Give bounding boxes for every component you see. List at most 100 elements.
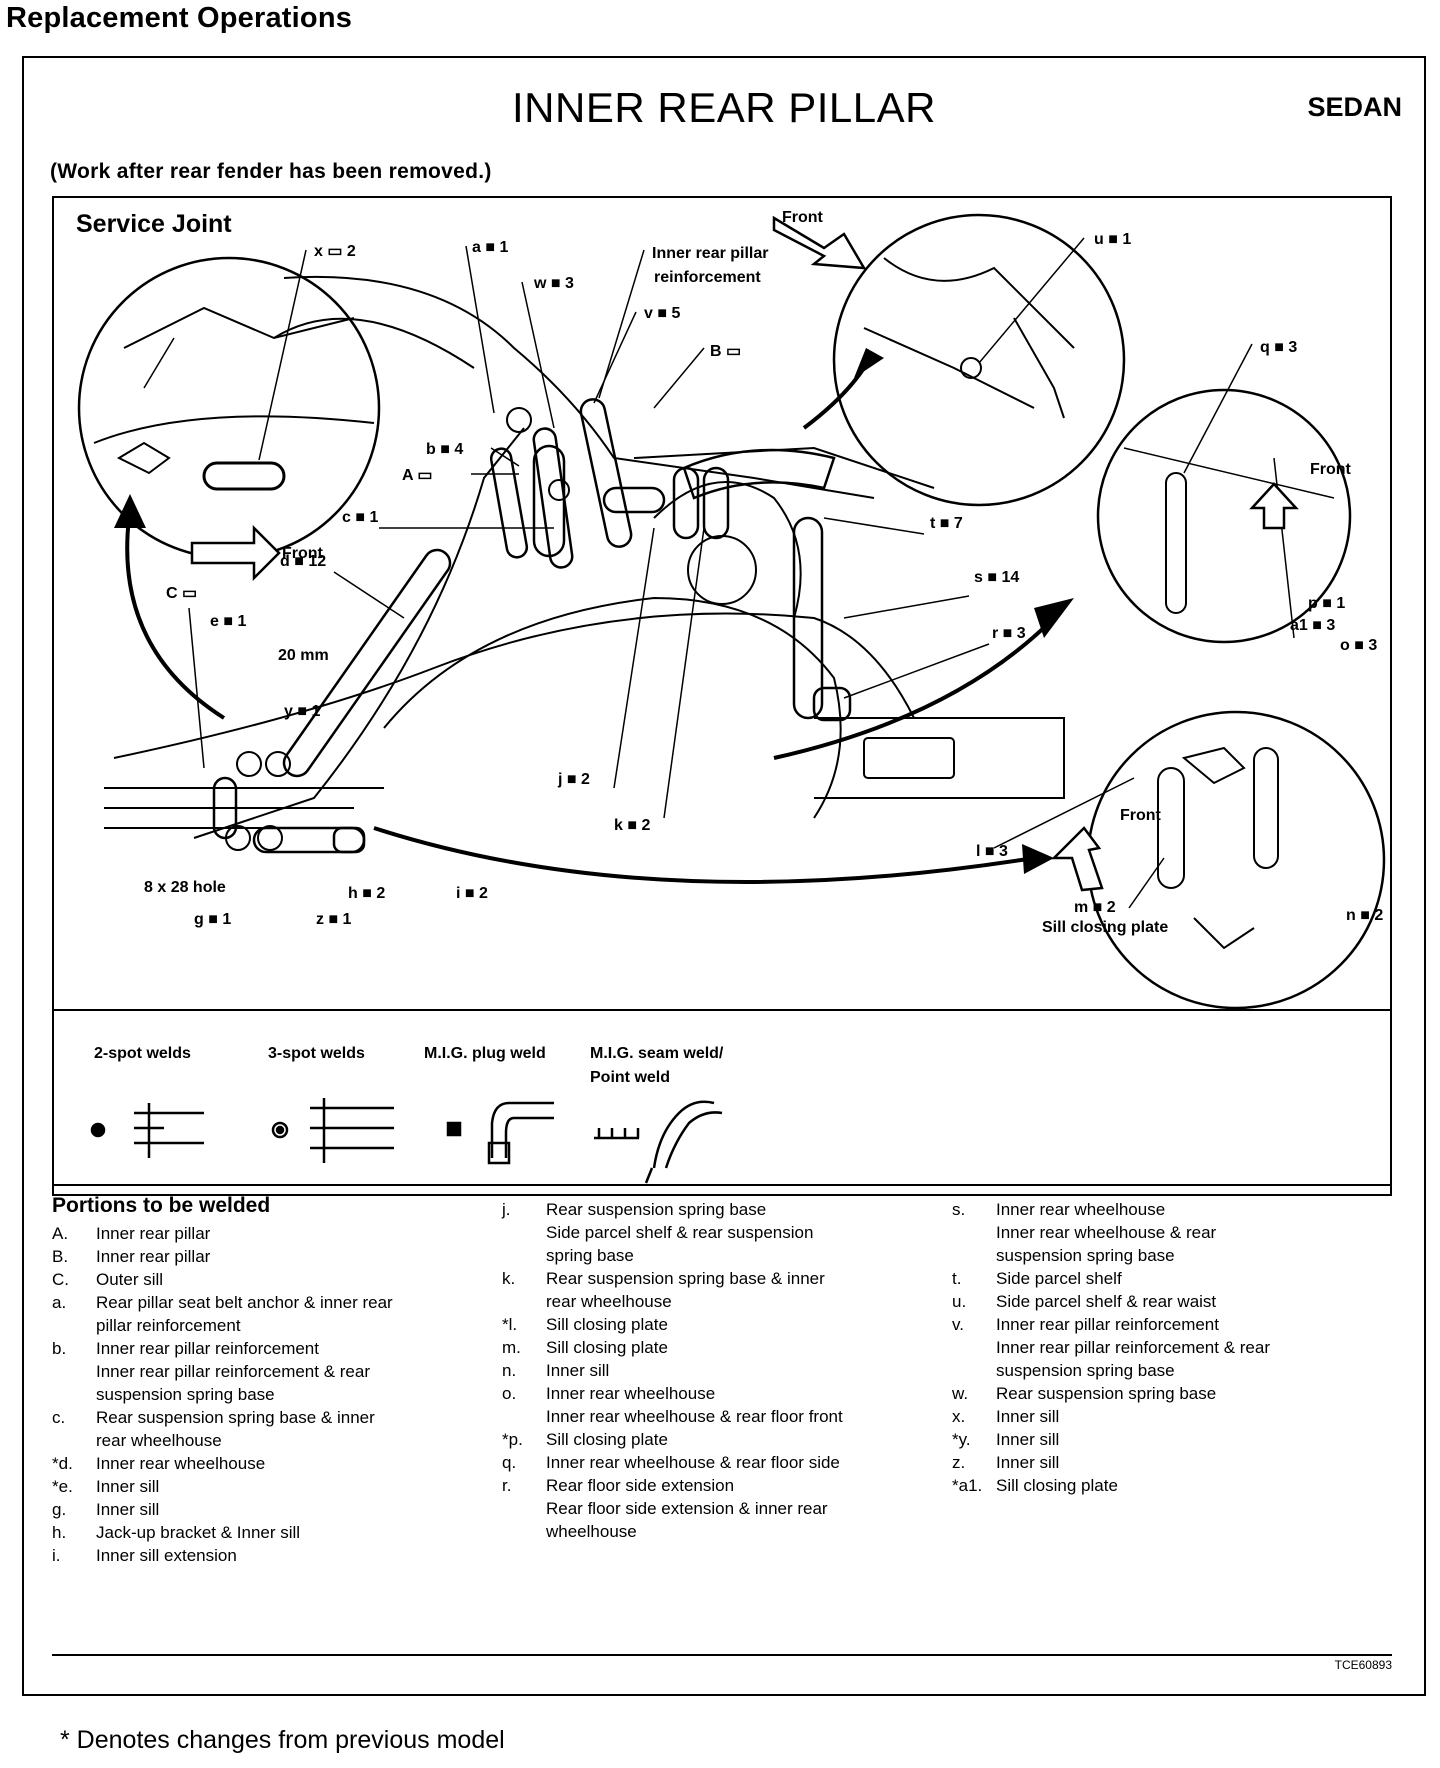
list-item: m.Sill closing plate [502, 1338, 668, 1357]
portions-col-1: Portions to be welded A.Inner rear pilla… [52, 1194, 472, 1567]
portions-list: Portions to be welded A.Inner rear pilla… [52, 1194, 1392, 1604]
list-item: z.Inner sill [952, 1453, 1060, 1472]
list-item: suspension spring base [996, 1361, 1175, 1380]
list-item: t.Side parcel shelf [952, 1269, 1122, 1288]
connector-arrows [125, 366, 1056, 884]
callout-a: a ■ 1 [472, 239, 508, 256]
list-item: suspension spring base [996, 1246, 1175, 1265]
callout-w: w ■ 3 [533, 275, 574, 292]
list-item: i.Inner sill extension [52, 1546, 237, 1565]
front-label-top: Front [782, 209, 824, 226]
divider-top [52, 1184, 1392, 1186]
list-item: h.Jack-up bracket & Inner sill [52, 1523, 301, 1542]
list-item: Side parcel shelf & rear suspension [546, 1223, 814, 1242]
callout-20mm: 20 mm [278, 647, 329, 664]
list-item: *e.Inner sill [52, 1477, 160, 1496]
detail-circle-lower-right [1086, 710, 1386, 1010]
divider-bottom [52, 1654, 1392, 1656]
list-item: Inner rear pillar reinforcement & rear [996, 1338, 1271, 1357]
legend-3spot-label: 3-spot welds [268, 1045, 365, 1062]
callout-n: n ■ 2 [1346, 907, 1383, 924]
callout-d: d ■ 12 [280, 553, 326, 570]
callout-u: u ■ 1 [1094, 231, 1131, 248]
callout-i: i ■ 2 [456, 885, 488, 902]
leader-lines [188, 237, 1253, 909]
legend-plug-symbol [446, 1101, 554, 1165]
list-item: s.Inner rear wheelhouse [952, 1200, 1166, 1219]
list-item: j.Rear suspension spring base [502, 1200, 767, 1219]
service-joint-diagram: Service Joint Front Front Front Front x … [52, 196, 1392, 1196]
callout-p: p ■ 1 [1308, 595, 1345, 612]
callout-A: A ▭ [402, 467, 433, 484]
weld-strips [212, 398, 852, 854]
callout-x: x ▭ 2 [314, 243, 356, 260]
legend-plug-label: M.I.G. plug weld [424, 1045, 546, 1062]
list-item: w.Rear suspension spring base [952, 1384, 1217, 1403]
callout-e: e ■ 1 [210, 613, 246, 630]
callout-reinf-1: Inner rear pillar [652, 245, 769, 262]
list-item: B.Inner rear pillar [52, 1247, 211, 1266]
list-item: o.Inner rear wheelhouse [502, 1384, 716, 1403]
portions-col-3: s.Inner rear wheelhouse Inner rear wheel… [952, 1198, 1372, 1497]
callout-s: s ■ 14 [974, 569, 1019, 586]
weld-point-markers [225, 407, 570, 851]
footnote: * Denotes changes from previous model [60, 1726, 505, 1754]
callout-reinf-2: reinforcement [654, 269, 761, 286]
variant-label: SEDAN [1307, 92, 1402, 122]
list-item: rear wheelhouse [546, 1292, 672, 1311]
list-item: spring base [546, 1246, 634, 1265]
list-item: A.Inner rear pillar [52, 1224, 211, 1243]
legend-2spot-symbol [90, 1103, 204, 1158]
arrow-heads [114, 348, 1074, 874]
list-item: b.Inner rear pillar reinforcement [52, 1339, 319, 1358]
callout-h: h ■ 2 [348, 885, 385, 902]
legend-seam-label: M.I.G. seam weld/ [590, 1045, 724, 1062]
list-item: Inner rear pillar reinforcement & rear [96, 1362, 371, 1381]
callout-l: l ■ 3 [976, 843, 1008, 860]
detail-circle-upper-right [832, 213, 1126, 507]
list-item: *y.Inner sill [952, 1430, 1060, 1449]
list-item: n.Inner sill [502, 1361, 610, 1380]
callout-t: t ■ 7 [930, 515, 963, 532]
callout-q: q ■ 3 [1260, 339, 1297, 356]
callout-j: j ■ 2 [557, 771, 590, 788]
callout-m: m ■ 2 [1074, 899, 1116, 916]
figure-title: INNER REAR PILLAR [512, 84, 936, 131]
callout-g: g ■ 1 [194, 911, 231, 928]
list-item: C.Outer sill [52, 1270, 164, 1289]
list-item: rear wheelhouse [96, 1431, 222, 1450]
list-item: c.Rear suspension spring base & inner [52, 1408, 375, 1427]
callout-y: y ■ 1 [284, 703, 320, 720]
list-item: *l.Sill closing plate [502, 1315, 668, 1334]
reference-code: TCE60893 [1334, 1658, 1392, 1672]
list-item: q.Inner rear wheelhouse & rear floor sid… [502, 1453, 840, 1472]
list-item: k.Rear suspension spring base & inner [502, 1269, 825, 1288]
callout-v: v ■ 5 [644, 305, 680, 322]
list-item: wheelhouse [546, 1522, 637, 1541]
front-label-right: Front [1310, 461, 1352, 478]
list-item: *d.Inner rear wheelhouse [52, 1454, 266, 1473]
list-item: *a1.Sill closing plate [952, 1476, 1118, 1495]
callout-c: c ■ 1 [342, 509, 378, 526]
front-arrows [190, 215, 1299, 892]
list-item: a.Rear pillar seat belt anchor & inner r… [52, 1293, 393, 1312]
legend-2spot-label: 2-spot welds [94, 1045, 191, 1062]
callout-B: B ▭ [710, 343, 741, 360]
callout-z: z ■ 1 [316, 911, 352, 928]
callout-b: b ■ 4 [426, 441, 463, 458]
list-item: u.Side parcel shelf & rear waist [952, 1292, 1217, 1311]
list-item: x.Inner sill [952, 1407, 1060, 1426]
front-label-lower: Front [1120, 807, 1162, 824]
legend-seam-label-2: Point weld [590, 1069, 670, 1086]
callout-C: C ▭ [166, 585, 197, 602]
service-joint-label: Service Joint [76, 210, 232, 238]
list-item: Rear floor side extension & inner rear [546, 1499, 828, 1518]
callout-k: k ■ 2 [614, 817, 650, 834]
front-label-left: Front [282, 545, 324, 562]
list-item: v.Inner rear pillar reinforcement [952, 1315, 1219, 1334]
list-item: suspension spring base [96, 1385, 275, 1404]
weld-legend: 2-spot welds 3-spot welds M.I.G. plug we… [90, 1045, 724, 1184]
list-item: pillar reinforcement [96, 1316, 241, 1335]
list-item: Inner rear wheelhouse & rear [996, 1223, 1217, 1242]
portions-col-2: j.Rear suspension spring base Side parce… [502, 1198, 912, 1543]
